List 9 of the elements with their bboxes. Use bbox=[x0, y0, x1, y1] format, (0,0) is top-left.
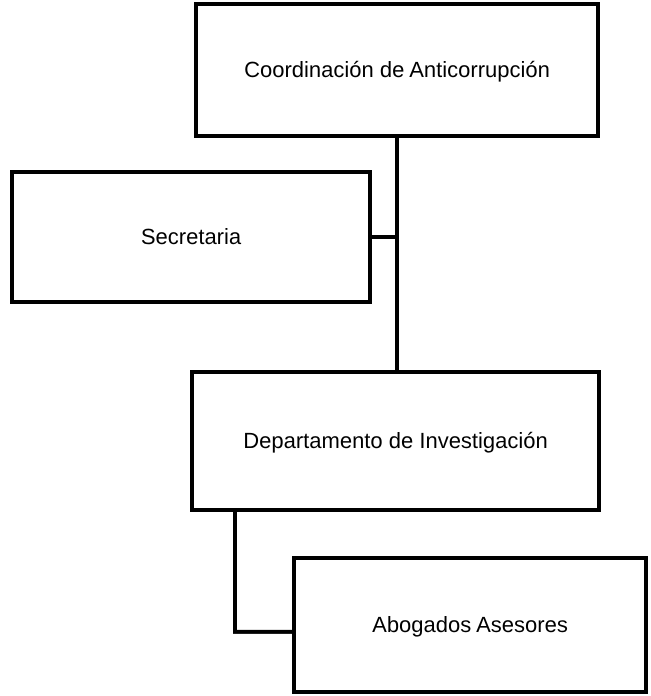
box-label: Departamento de Investigación bbox=[243, 428, 548, 454]
box-label: Secretaria bbox=[140, 224, 242, 250]
org-box bbox=[292, 556, 648, 694]
org-box bbox=[194, 2, 600, 138]
org-box bbox=[10, 170, 372, 304]
box-label: Abogados Asesores bbox=[372, 612, 568, 638]
org-box bbox=[190, 370, 601, 512]
connector-line bbox=[233, 512, 292, 634]
box-label: Coordinación de Anticorrupción bbox=[244, 57, 550, 83]
